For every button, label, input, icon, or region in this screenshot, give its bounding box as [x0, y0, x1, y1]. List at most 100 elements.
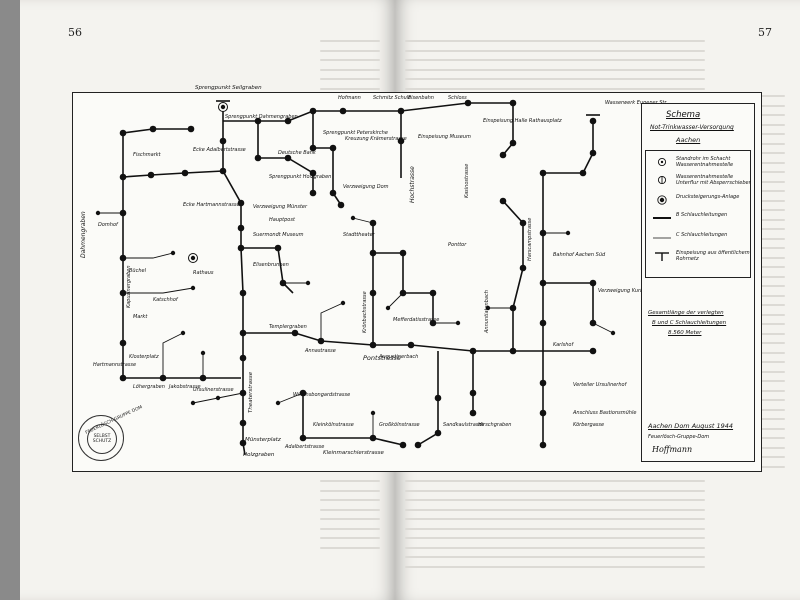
node-label: Ponttor [448, 242, 467, 248]
hydrant-node [200, 350, 206, 356]
b-hose-line-icon [653, 217, 671, 219]
hydrant-node [239, 289, 247, 297]
network-diagram [95, 99, 616, 456]
stamp-inner-ring [87, 424, 117, 454]
pressure-station-core [220, 104, 226, 110]
bleed-through-text [745, 399, 785, 401]
node-label: Hofmann [338, 95, 361, 101]
street-theaterstrasse: Theaterstrasse [248, 371, 254, 413]
node-label: Wasserwerk Eupener Str. [605, 100, 668, 106]
hydrant-node [369, 341, 377, 349]
bleed-through-text [745, 408, 785, 411]
hydrant-node [337, 201, 345, 209]
node-label: Domhof [98, 222, 118, 228]
street-muensterplatz: Münsterplatz [245, 437, 281, 443]
bleed-through-text [320, 49, 380, 52]
hydrant-icon [657, 175, 667, 185]
hydrant-node [329, 189, 337, 197]
hydrant-node [149, 125, 157, 133]
bleed-through-text [745, 171, 785, 173]
hydrant-node [469, 347, 477, 355]
bleed-through-text [320, 489, 380, 492]
node-label: Karlshof [553, 342, 574, 348]
bleed-through-text [745, 133, 785, 135]
bleed-through-text [405, 68, 705, 71]
legend-text-drucksteigerung: Drucksteigerungs-Anlage [676, 194, 740, 200]
bleed-through-text [745, 237, 785, 240]
street-ursulinerstrasse: Ursulinerstrasse [193, 387, 234, 393]
legend-signature: Hoffmann [652, 445, 693, 454]
bleed-through-text [745, 228, 785, 230]
kasino-line [502, 103, 514, 156]
hydrant-node [239, 329, 247, 337]
bleed-through-text [745, 266, 785, 268]
legend-panel: Schema Not-Trinkwasser-Versorgung Aachen… [641, 103, 755, 462]
bleed-through-text [745, 427, 785, 430]
hydrant-node [309, 169, 317, 177]
hydrant-node [539, 409, 547, 417]
bleed-through-text [745, 351, 785, 354]
node-label: Verzweigung Münster [253, 204, 308, 210]
bleed-through-text [745, 104, 785, 107]
hydrant-node [519, 264, 527, 272]
hydrant-node [397, 137, 405, 145]
hydrant-node [279, 279, 287, 287]
book-spread: 56 57 Sprengpunkt Seilgraben Dahmengrabe… [20, 0, 800, 600]
bleed-through-text [745, 418, 785, 420]
bleed-through-text [320, 40, 380, 42]
hydrant-node [309, 144, 317, 152]
node-label: Mefferdatisstrasse [393, 317, 440, 323]
hydrant-node [350, 215, 356, 221]
node-label: Hauptpost [269, 217, 295, 223]
node-label: Jakobstrasse [169, 384, 201, 390]
node-label: Markt [133, 314, 148, 320]
c-line [387, 292, 404, 309]
bleed-through-text [405, 40, 705, 42]
bleed-through-text [745, 389, 785, 392]
bleed-through-text [745, 285, 785, 287]
node-label: Ecke Adalbertstrasse [193, 147, 246, 153]
pressure-booster-icon [657, 195, 667, 205]
node-label: Einspeisung Museum [418, 134, 471, 140]
bleed-through-text [320, 546, 380, 549]
legend-city: Aachen [676, 136, 701, 144]
hydrant-node [180, 330, 186, 336]
hydrant-node [119, 339, 127, 347]
hydrant-node [429, 289, 437, 297]
c-line [123, 252, 174, 259]
legend-text-hydrant: Wasserentnahmestelle Unterflur mit Abspe… [676, 174, 751, 186]
hydrant-node [519, 219, 527, 227]
node-label: Großkölnstrasse [379, 422, 420, 428]
hydrant-node [509, 304, 517, 312]
hydrant-node [305, 280, 311, 286]
hydrant-node [589, 347, 597, 355]
bleed-through-text [745, 380, 785, 382]
pressure-station-core [190, 255, 196, 261]
network-nodes [95, 99, 616, 449]
c-hose-line-icon [653, 237, 671, 239]
bleed-through-text [745, 180, 785, 183]
hydrant-node [170, 250, 176, 256]
bleed-through-text [745, 114, 785, 116]
node-label: Verzweigung Dom [343, 184, 389, 190]
hydrant-node [509, 139, 517, 147]
node-label: Hartmannstrasse [93, 362, 137, 368]
west-branch-b [312, 111, 342, 206]
bleed-through-text [405, 518, 705, 520]
legend-row-c-line: C Schlauchleitungen [650, 232, 754, 243]
hydrant-node [589, 319, 597, 327]
hydrant-node [119, 289, 127, 297]
legend-title: Schema [666, 110, 701, 120]
bleed-through-text [405, 78, 705, 80]
top-left-branch [122, 128, 191, 134]
hydrant-node [237, 244, 245, 252]
node-label: Fischmarkt [133, 152, 161, 158]
bleed-through-text [745, 370, 785, 373]
hydrant-node [159, 374, 167, 382]
bottom-line [302, 393, 404, 446]
bleed-through-text [745, 342, 785, 344]
node-label: Anschluss Bastionsmühle [573, 410, 637, 416]
bleed-through-text [320, 518, 380, 520]
node-label: Einspeisung Halle Rathausplatz [483, 118, 562, 124]
hydrant-node [119, 254, 127, 262]
